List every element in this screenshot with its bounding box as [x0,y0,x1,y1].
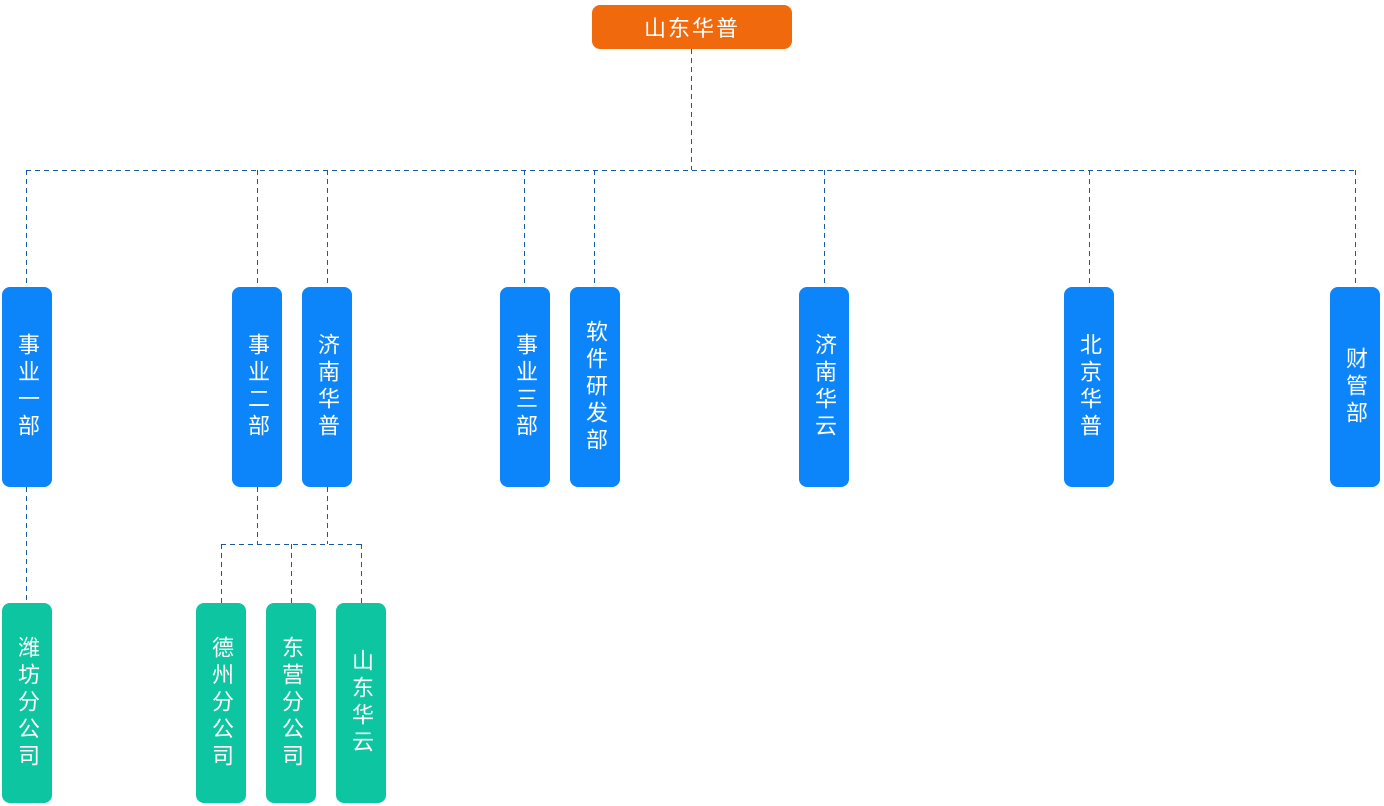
org-node-label: 事业二部 [245,333,270,441]
org-node-dept-beijing-huapu[interactable]: 北京华普 [1064,287,1114,487]
org-node-branch-weifang[interactable]: 潍坊分公司 [2,603,52,803]
org-node-label: 北京华普 [1077,333,1102,441]
connector-drop-dept-8 [1355,170,1356,287]
org-node-label: 事业三部 [513,333,538,441]
org-node-label: 财管部 [1343,346,1368,428]
org-node-label: 软件研发部 [583,319,608,455]
connector-drop-dept-3 [327,170,328,287]
connector-root-vertical [691,49,692,170]
connector-drop-branch-4 [361,544,362,603]
org-node-dept-shiye-yibu[interactable]: 事业一部 [2,287,52,487]
org-node-dept-jinan-huapu[interactable]: 济南华普 [302,287,352,487]
connector-dept1-branch1 [26,487,27,603]
connector-drop-dept-7 [1089,170,1090,287]
org-node-root-label: 山东华普 [643,16,740,41]
org-node-label: 德州分公司 [209,635,234,771]
connector-drop-branch-3 [291,544,292,603]
org-node-label: 东营分公司 [279,635,304,771]
connector-drop-dept-5 [594,170,595,287]
org-node-branch-shandong-huayun[interactable]: 山东华云 [336,603,386,803]
org-node-dept-shiye-sanbu[interactable]: 事业三部 [500,287,550,487]
org-node-label: 济南华普 [315,333,340,441]
connector-drop-dept-6 [824,170,825,287]
org-node-label: 山东华云 [349,649,374,757]
org-node-label: 事业一部 [15,333,40,441]
connector-feed-dept-2 [257,487,258,544]
connector-main-horizontal [26,170,1355,171]
org-node-branch-dezhou[interactable]: 德州分公司 [196,603,246,803]
org-node-dept-ruanjian-yanfabu[interactable]: 软件研发部 [570,287,620,487]
org-node-root[interactable]: 山东华普 [592,5,792,49]
org-node-dept-caiguanbu[interactable]: 财管部 [1330,287,1380,487]
org-node-label: 潍坊分公司 [15,635,40,771]
org-node-dept-shiye-erbu[interactable]: 事业二部 [232,287,282,487]
org-node-branch-dongying[interactable]: 东营分公司 [266,603,316,803]
connector-drop-dept-4 [524,170,525,287]
connector-drop-dept-2 [257,170,258,287]
connector-feed-dept-3 [327,487,328,544]
connector-drop-dept-1 [26,170,27,287]
org-node-label: 济南华云 [812,333,837,441]
org-node-dept-jinan-huayun[interactable]: 济南华云 [799,287,849,487]
connector-drop-branch-2 [221,544,222,603]
